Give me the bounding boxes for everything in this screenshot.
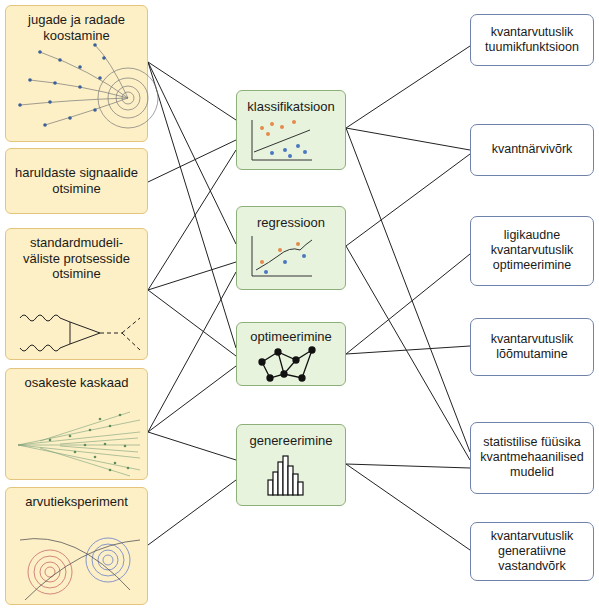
feynman-diagram bbox=[20, 315, 140, 351]
connector-line bbox=[346, 464, 470, 550]
histogram-icon bbox=[268, 456, 303, 495]
text-wrap: ligikaudne kvantarvutuslik optimeerimine bbox=[476, 228, 588, 273]
node-label: kvantarvutuslik lõõmutamine bbox=[476, 332, 588, 362]
node-label: genereerimine bbox=[242, 433, 340, 449]
connector-line bbox=[346, 46, 470, 128]
application-box: osakeste kaskaad bbox=[5, 368, 148, 480]
connector-line bbox=[148, 140, 236, 182]
quantum-algorithm-box: kvantnärvivõrk bbox=[470, 124, 594, 176]
track-illustration bbox=[20, 45, 158, 128]
text-wrap: kvantarvutuslik generatiivne vastandvõrk bbox=[476, 529, 588, 574]
node-label: ligikaudne kvantarvutuslik optimeerimine bbox=[476, 228, 588, 273]
quantum-algorithm-box: kvantarvutuslik generatiivne vastandvõrk bbox=[470, 522, 594, 581]
method-box: optimeerimine bbox=[236, 322, 346, 386]
application-box: jugade ja radade koostamine bbox=[5, 5, 148, 142]
text-wrap: kvantarvutuslik tuumikfunktsioon bbox=[476, 25, 588, 55]
connector-line bbox=[346, 464, 470, 468]
connector-line bbox=[346, 246, 470, 460]
node-label: klassifikatsioon bbox=[242, 99, 340, 115]
node-label: jugade ja radade koostamine bbox=[11, 12, 142, 43]
track-hits bbox=[18, 43, 106, 127]
node-label: regressioon bbox=[242, 215, 340, 231]
particle-shower bbox=[18, 412, 140, 476]
application-box: standardmudeli- väliste protsesside otsi… bbox=[5, 228, 148, 360]
node-label: optimeerimine bbox=[242, 329, 340, 345]
connector-line bbox=[148, 272, 236, 432]
text-wrap: statistilise füüsika kvantmehaanilised m… bbox=[476, 435, 588, 480]
node-label: kvantarvutuslik generatiivne vastandvõrk bbox=[476, 529, 588, 574]
connector-line bbox=[148, 62, 236, 120]
text-wrap: kvantarvutuslik lõõmutamine bbox=[476, 332, 588, 362]
classification-icon bbox=[252, 120, 312, 160]
text-wrap: kvantnärvivõrk bbox=[476, 142, 588, 157]
connector-line bbox=[148, 62, 236, 348]
quantum-algorithm-box: statistilise füüsika kvantmehaanilised m… bbox=[470, 422, 594, 494]
connector-line bbox=[148, 150, 236, 290]
text-wrap: genereerimine bbox=[242, 433, 340, 449]
node-label: kvantnärvivõrk bbox=[476, 142, 588, 157]
node-label: arvutieksperiment bbox=[11, 494, 142, 510]
node-label: osakeste kaskaad bbox=[11, 375, 142, 391]
simulation-figure bbox=[20, 538, 140, 600]
connector-line bbox=[346, 128, 470, 452]
text-wrap: optimeerimine bbox=[242, 329, 340, 345]
text-wrap: jugade ja radade koostamine bbox=[11, 12, 142, 43]
regression-icon bbox=[252, 236, 312, 276]
connector-line bbox=[346, 128, 470, 150]
node-label: statistilise füüsika kvantmehaanilised m… bbox=[476, 435, 588, 480]
text-wrap: arvutieksperiment bbox=[11, 494, 142, 510]
text-wrap: haruldaste signaalide otsimine bbox=[11, 165, 142, 196]
node-label: standardmudeli- väliste protsesside otsi… bbox=[11, 235, 142, 282]
quantum-algorithm-box: kvantarvutuslik lõõmutamine bbox=[470, 318, 594, 376]
quantum-algorithm-box: kvantarvutuslik tuumikfunktsioon bbox=[470, 14, 594, 66]
connector-line bbox=[346, 346, 470, 354]
quantum-algorithm-box: ligikaudne kvantarvutuslik optimeerimine bbox=[470, 216, 594, 286]
node-label: kvantarvutuslik tuumikfunktsioon bbox=[476, 25, 588, 55]
connector-line bbox=[148, 366, 236, 432]
connector-line bbox=[148, 480, 236, 545]
application-box: arvutieksperiment bbox=[5, 487, 148, 605]
text-wrap: regressioon bbox=[242, 215, 340, 231]
connector-line bbox=[346, 154, 470, 246]
node-label: haruldaste signaalide otsimine bbox=[11, 165, 142, 196]
application-box: haruldaste signaalide otsimine bbox=[5, 148, 148, 214]
text-wrap: osakeste kaskaad bbox=[11, 375, 142, 391]
text-wrap: standardmudeli- väliste protsesside otsi… bbox=[11, 235, 142, 282]
graph-icon bbox=[259, 347, 315, 381]
connector-line bbox=[346, 254, 470, 354]
connector-line bbox=[148, 62, 236, 244]
connector-line bbox=[148, 262, 236, 290]
shower-hits bbox=[49, 414, 130, 472]
connector-line bbox=[148, 290, 236, 356]
text-wrap: klassifikatsioon bbox=[242, 99, 340, 115]
connector-line bbox=[148, 432, 236, 460]
